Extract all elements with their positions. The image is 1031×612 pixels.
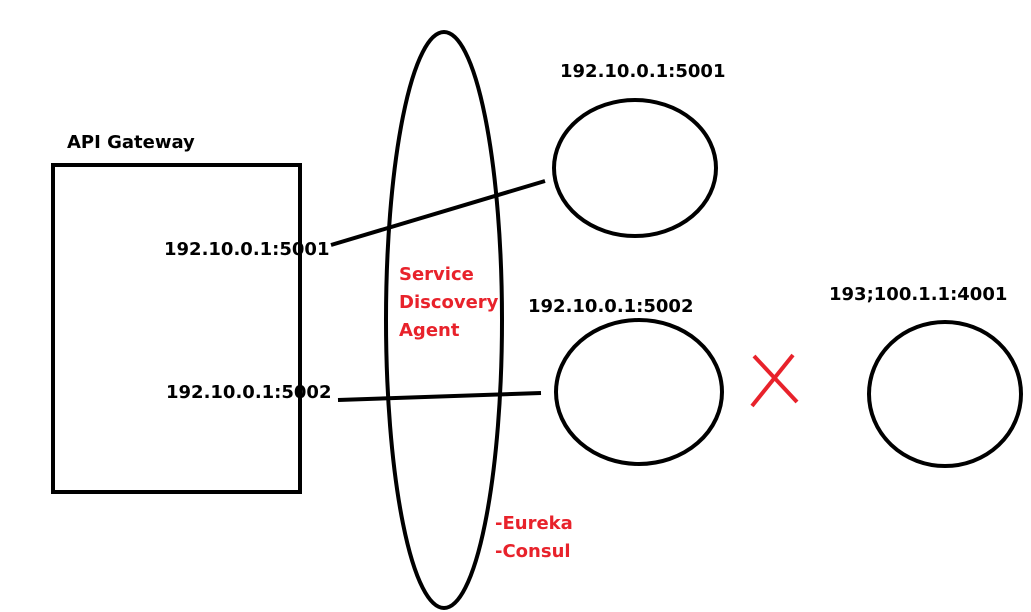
service-1-node — [552, 98, 718, 238]
gateway-title: API Gateway — [67, 132, 195, 153]
connector-route-1 — [330, 179, 546, 247]
discovery-tool-eureka: -Eureka — [495, 513, 573, 534]
unreachable-cross-icon — [750, 353, 799, 408]
gateway-route-1: 192.10.0.1:5001 — [164, 239, 329, 260]
service-1-address: 192.10.0.1:5001 — [560, 61, 725, 82]
discovery-tool-consul: -Consul — [495, 541, 571, 562]
gateway-box — [51, 163, 302, 494]
discovery-agent-label-line-2: Discovery — [399, 292, 499, 313]
discovery-agent-label-line-1: Service — [399, 264, 474, 285]
connector-route-2 — [337, 391, 542, 402]
gateway-route-2: 192.10.0.1:5002 — [166, 382, 331, 403]
discovery-agent-label-line-3: Agent — [399, 320, 460, 341]
service-2-address: 192.10.0.1:5002 — [528, 296, 693, 317]
service-2-node — [554, 318, 724, 466]
service-3-node — [867, 320, 1023, 468]
discovery-agent-ellipse — [384, 30, 504, 610]
service-3-address: 193;100.1.1:4001 — [829, 284, 1007, 305]
